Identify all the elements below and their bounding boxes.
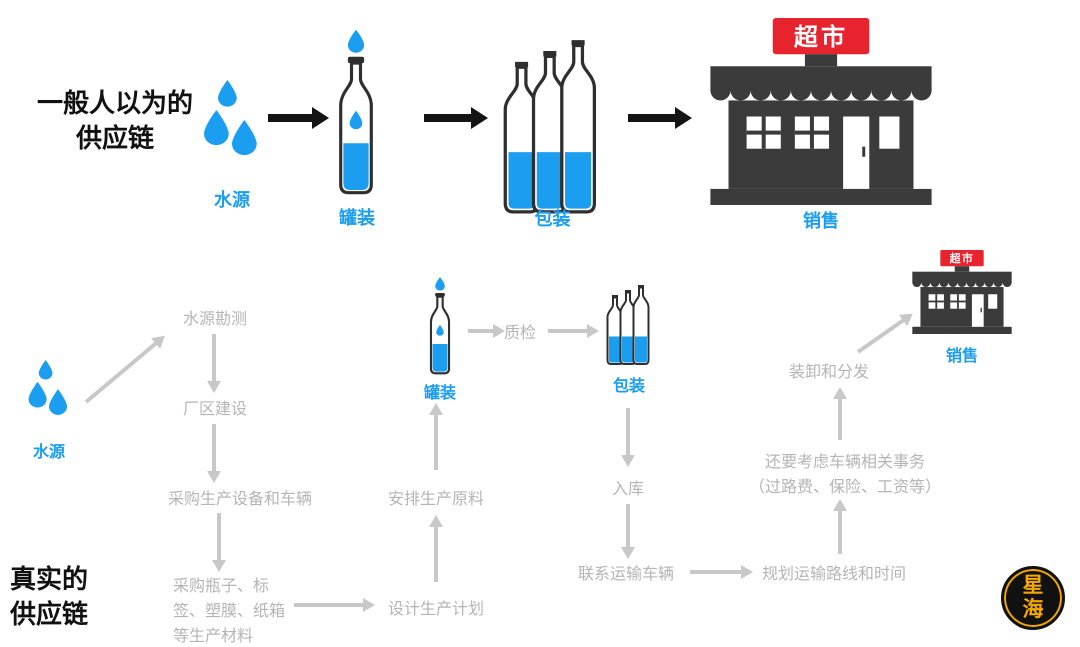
water-drops-icon [204, 80, 257, 156]
xinghai-logo: 星 海 [1001, 566, 1065, 630]
top-title-line2: 供应链 [75, 123, 154, 153]
canning-bottle-icon-small [429, 277, 451, 375]
logo-char-1: 星 [1022, 574, 1044, 597]
arrow-packing-to-sale [628, 114, 676, 122]
step-materials-line3: 等生产材料 [173, 628, 254, 645]
step-survey: 水源勘测 [183, 311, 248, 328]
arrow-equipment-to-materials [217, 513, 221, 561]
arrow-canning-to-qc [468, 329, 494, 333]
arrow-warehouse-to-contact [626, 504, 630, 548]
step-equipment: 采购生产设备和车辆 [168, 491, 313, 508]
water-drops-icon-small [28, 360, 68, 415]
top-canning-label: 罐装 [339, 208, 375, 228]
arrow-contact-to-route [690, 570, 742, 574]
step-warehouse: 入库 [612, 481, 645, 498]
step-materials-line1: 采购瓶子、标 [173, 578, 270, 595]
arrow-packing-to-warehouse [626, 408, 630, 456]
arrow-vehicle-to-unload [838, 398, 842, 440]
arrow-raw-to-canning [434, 414, 438, 470]
real-packing-label: 包装 [612, 378, 645, 395]
real-title-line2: 供应链 [10, 599, 89, 629]
real-sale-label: 销售 [945, 348, 978, 365]
top-sale-label: 销售 [803, 211, 839, 231]
step-qc: 质检 [504, 325, 537, 342]
real-title: 真实的 供应链 [10, 562, 88, 632]
step-plan: 设计生产计划 [388, 601, 485, 618]
arrow-survey-to-plant [212, 334, 216, 382]
arrow-plan-to-raw [434, 526, 438, 582]
real-title-line1: 真实的 [10, 564, 89, 594]
store-sign: 超市 [794, 23, 848, 51]
store-sign-small: 超市 [949, 251, 974, 265]
arrow-route-to-vehicle [838, 510, 842, 554]
arrow-canning-to-packing [424, 114, 472, 122]
supermarket-icon-small: 超市 [912, 250, 1012, 334]
supermarket-icon: 超市 [710, 18, 932, 205]
top-title-line1: 一般人以为的 [36, 88, 193, 118]
step-route-plan: 规划运输路线和时间 [762, 566, 907, 583]
step-contact-transport: 联系运输车辆 [578, 566, 675, 583]
arrow-source-to-canning [268, 114, 313, 122]
logo-char-2: 海 [1022, 598, 1044, 621]
arrow-plant-to-equipment [212, 424, 216, 472]
step-materials-line2: 签、塑膜、纸箱 [173, 603, 286, 620]
step-vehicle-line1: 还要考虑车辆相关事务 [764, 454, 925, 471]
packing-bottles-icon [503, 40, 597, 214]
step-materials: 采购瓶子、标 签、塑膜、纸箱 等生产材料 [173, 574, 285, 647]
top-packing-label: 包装 [534, 209, 571, 229]
real-canning-label: 罐装 [423, 385, 456, 402]
arrow-unload-to-sale [856, 318, 906, 354]
step-unload: 装卸和分发 [789, 364, 870, 381]
real-source-label: 水源 [32, 444, 65, 461]
arrow-materials-to-plan [294, 603, 364, 607]
arrow-source-to-survey [84, 341, 158, 404]
step-vehicle-matters: 还要考虑车辆相关事务 （过路费、保险、工资等） [745, 450, 945, 500]
top-source-label: 水源 [214, 190, 250, 210]
arrow-qc-to-packing [548, 329, 588, 333]
packing-bottles-icon-small [606, 285, 650, 365]
step-plant: 厂区建设 [183, 401, 248, 418]
top-title: 一般人以为的 供应链 [28, 86, 202, 156]
step-raw-materials: 安排生产原料 [388, 491, 485, 508]
step-vehicle-line2: （过路费、保险、工资等） [748, 479, 941, 496]
canning-bottle-icon [339, 29, 373, 195]
